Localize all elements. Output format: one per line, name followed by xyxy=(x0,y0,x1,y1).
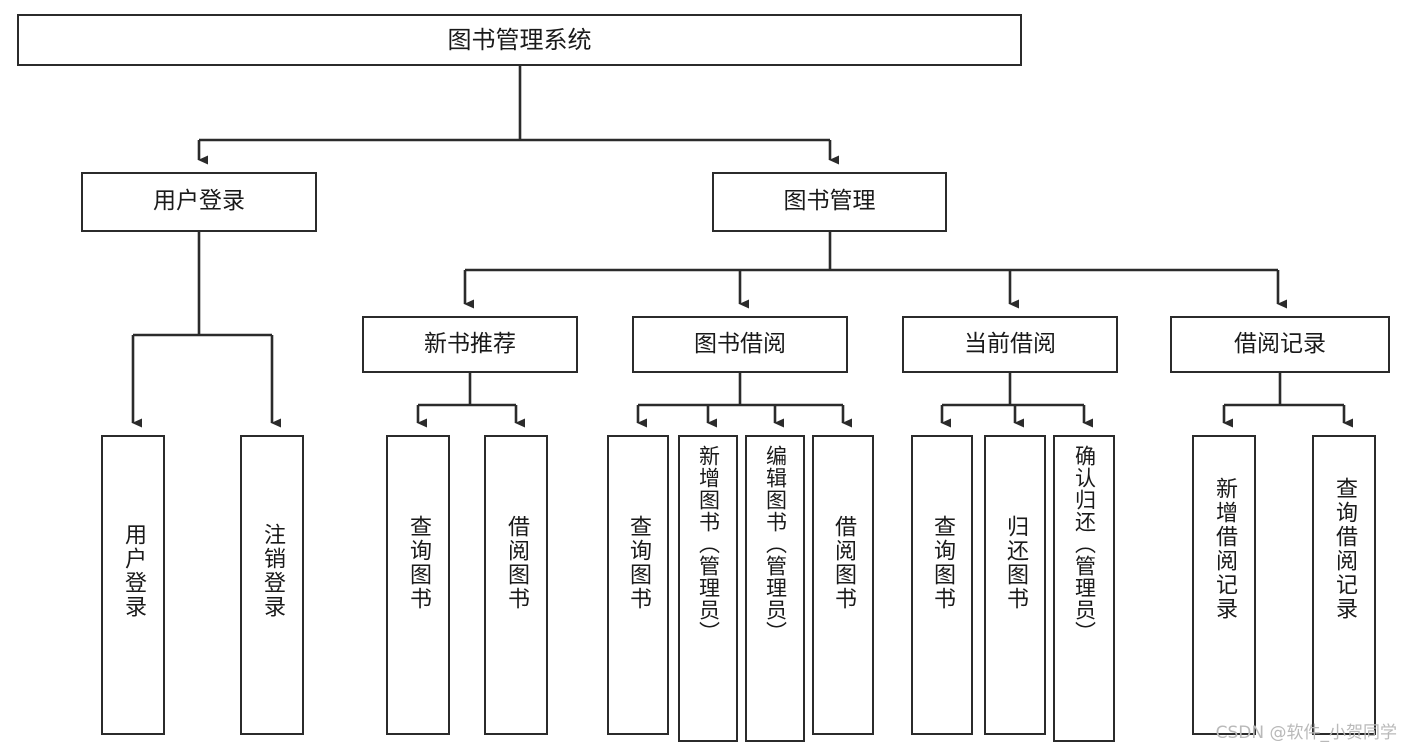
node-leaf-query-borrow-record[interactable]: 查询借阅记录 xyxy=(1312,435,1376,735)
node-label: 图书借阅 xyxy=(694,330,786,357)
node-leaf-borrow-book-1[interactable]: 借阅图书 xyxy=(484,435,548,735)
node-label: 确认归还（管理员） xyxy=(1072,445,1097,643)
node-leaf-confirm-return-admin[interactable]: 确认归还（管理员） xyxy=(1053,435,1115,742)
node-leaf-query-book-3[interactable]: 查询图书 xyxy=(911,435,973,735)
node-leaf-borrow-book-2[interactable]: 借阅图书 xyxy=(812,435,874,735)
edges-bookmgmt-to-level3 xyxy=(463,232,1287,309)
node-new-book-recommend[interactable]: 新书推荐 xyxy=(362,316,578,373)
node-book-management[interactable]: 图书管理 xyxy=(712,172,947,232)
node-label: 当前借阅 xyxy=(964,330,1056,357)
node-label: 注销登录 xyxy=(260,523,285,619)
node-book-borrow[interactable]: 图书借阅 xyxy=(632,316,848,373)
node-label: 编辑图书（管理员） xyxy=(763,445,788,643)
node-label: 图书管理 xyxy=(783,188,876,215)
edges-newbook-to-leaves xyxy=(416,373,525,428)
node-label: 借阅图书 xyxy=(831,515,856,611)
node-label: 归还图书 xyxy=(1003,515,1028,611)
node-label: 图书管理系统 xyxy=(447,25,592,54)
node-leaf-query-book-2[interactable]: 查询图书 xyxy=(607,435,669,735)
node-label: 借阅图书 xyxy=(504,515,529,611)
node-label: 新书推荐 xyxy=(424,330,516,357)
edges-borrow-to-leaves xyxy=(636,373,852,428)
edges-root-to-level2 xyxy=(197,66,839,165)
node-leaf-logout[interactable]: 注销登录 xyxy=(240,435,304,735)
node-label: 新增借阅记录 xyxy=(1212,477,1237,621)
csdn-watermark: CSDN @软件_小贺同学 xyxy=(1215,723,1397,743)
node-borrow-record[interactable]: 借阅记录 xyxy=(1170,316,1390,373)
node-leaf-add-borrow-record[interactable]: 新增借阅记录 xyxy=(1192,435,1256,735)
node-leaf-edit-book-admin[interactable]: 编辑图书（管理员） xyxy=(745,435,805,742)
node-label: 查询图书 xyxy=(930,515,955,611)
node-leaf-query-book-1[interactable]: 查询图书 xyxy=(386,435,450,735)
node-leaf-return-book[interactable]: 归还图书 xyxy=(984,435,1046,735)
node-current-borrow[interactable]: 当前借阅 xyxy=(902,316,1118,373)
node-label: 查询借阅记录 xyxy=(1332,477,1357,621)
node-label: 查询图书 xyxy=(406,515,431,611)
node-label: 新增图书（管理员） xyxy=(696,445,721,643)
node-label: 查询图书 xyxy=(626,515,651,611)
node-leaf-add-book-admin[interactable]: 新增图书（管理员） xyxy=(678,435,738,742)
node-label: 用户登录 xyxy=(153,188,245,215)
node-label: 借阅记录 xyxy=(1234,330,1326,357)
node-leaf-user-login[interactable]: 用户登录 xyxy=(101,435,165,735)
edges-record-to-leaves xyxy=(1222,373,1353,428)
node-label: 用户登录 xyxy=(121,523,146,619)
node-user-login[interactable]: 用户登录 xyxy=(81,172,317,232)
node-root-system[interactable]: 图书管理系统 xyxy=(17,14,1022,66)
edges-current-to-leaves xyxy=(940,373,1093,428)
edges-userlogin-to-leaves xyxy=(131,232,281,428)
